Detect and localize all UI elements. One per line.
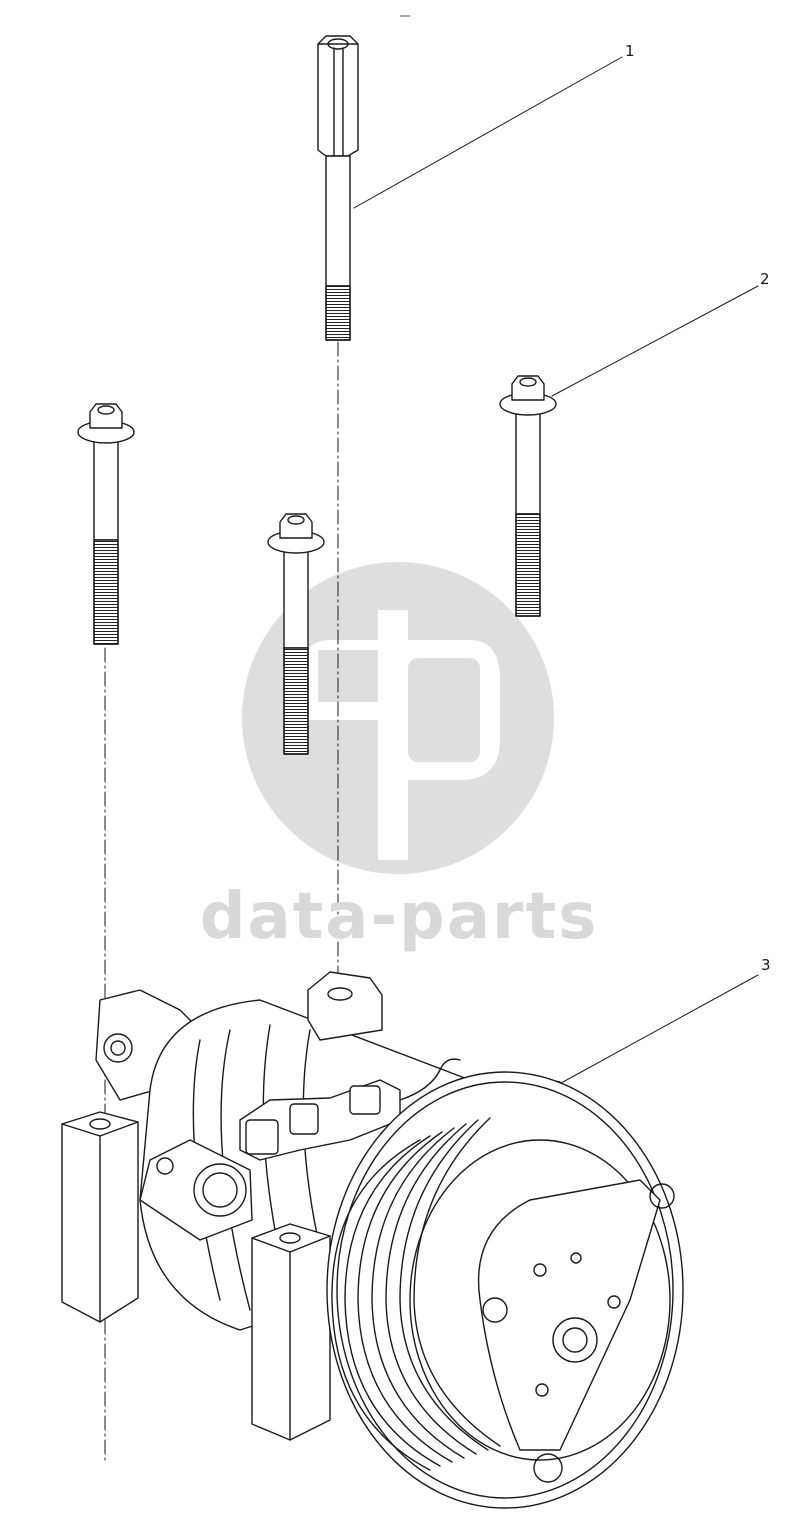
callout-3: 3 xyxy=(761,956,771,974)
callout-2: 2 xyxy=(760,270,770,288)
flange-bolt-middle xyxy=(267,513,325,755)
leader-lines xyxy=(353,56,759,1089)
watermark-logo xyxy=(242,562,554,874)
ac-compressor-part-3 xyxy=(61,971,684,1509)
callout-1: 1 xyxy=(625,42,635,60)
flange-bolt-part-2 xyxy=(499,375,557,617)
watermark-text: data-parts xyxy=(199,880,599,954)
hex-stud-part-1 xyxy=(317,35,359,341)
flange-bolt-left xyxy=(77,403,135,645)
